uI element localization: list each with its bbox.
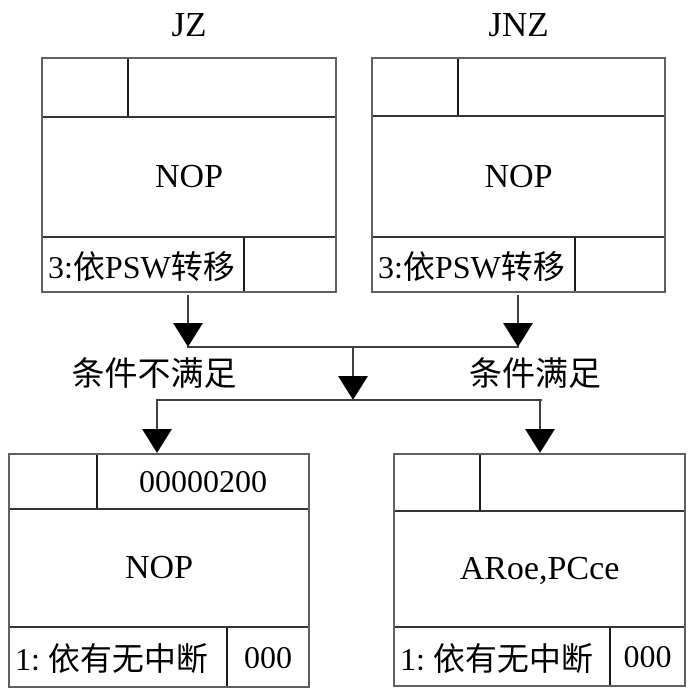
jnz-top-row bbox=[373, 59, 664, 117]
jnz-top-right-cell bbox=[459, 59, 664, 115]
true-branch-drop-line bbox=[539, 400, 541, 431]
false-branch-status-field: 1: 依有无中断 bbox=[10, 628, 228, 686]
center-arrowhead-icon bbox=[338, 376, 368, 400]
true-branch-body-cell: ARoe,PCce bbox=[459, 550, 620, 587]
jz-top-row bbox=[43, 59, 335, 118]
jz-status-field: 3:依PSW转移 bbox=[43, 238, 245, 291]
false-branch-address-cell: 00000200 bbox=[139, 463, 267, 499]
false-branch-top-row: 00000200 bbox=[10, 455, 308, 510]
jnz-drop-line bbox=[517, 295, 519, 325]
center-drop-line bbox=[352, 347, 354, 378]
true-branch-top-right-cell bbox=[481, 455, 684, 510]
true-branch-arrowhead-icon bbox=[525, 429, 555, 453]
true-branch-top-row bbox=[395, 455, 684, 512]
true-branch-top-left-cell bbox=[395, 455, 481, 510]
jnz-arrowhead-icon bbox=[503, 323, 533, 347]
jnz-status-code-cell bbox=[576, 238, 664, 291]
jz-top-left-cell bbox=[43, 59, 129, 116]
false-branch-body-cell: NOP bbox=[124, 549, 194, 586]
condition-false-label: 条件不满足 bbox=[71, 357, 237, 393]
false-branch-status-row: 1: 依有无中断 000 bbox=[10, 626, 308, 686]
jz-status-code-cell bbox=[245, 238, 335, 291]
jnz-card: NOP 3:依PSW转移 bbox=[371, 57, 666, 293]
jnz-top-left-cell bbox=[373, 59, 459, 115]
jz-arrowhead-icon bbox=[173, 323, 203, 347]
true-branch-status-field: 1: 依有无中断 bbox=[395, 628, 611, 685]
jnz-status-row: 3:依PSW转移 bbox=[373, 236, 664, 291]
false-branch-drop-line bbox=[156, 400, 158, 431]
jnz-title: JNZ bbox=[488, 5, 549, 44]
true-branch-status-code: 000 bbox=[623, 638, 672, 674]
jz-status-row: 3:依PSW转移 bbox=[43, 236, 335, 291]
false-branch-top-left-cell bbox=[10, 455, 98, 508]
jz-drop-line bbox=[187, 295, 189, 325]
false-branch-arrowhead-icon bbox=[142, 429, 172, 453]
jnz-body-cell: NOP bbox=[484, 157, 553, 195]
false-branch-card: 00000200 NOP 1: 依有无中断 000 bbox=[8, 453, 310, 688]
jz-body-cell: NOP bbox=[154, 158, 224, 195]
false-branch-status-code: 000 bbox=[244, 638, 292, 675]
jz-title: JZ bbox=[171, 5, 207, 44]
split-bar bbox=[156, 399, 542, 401]
true-branch-status-row: 1: 依有无中断 000 bbox=[395, 626, 684, 685]
true-branch-card: ARoe,PCce 1: 依有无中断 000 bbox=[393, 453, 686, 687]
jz-card: NOP 3:依PSW转移 bbox=[41, 57, 337, 293]
jnz-status-field: 3:依PSW转移 bbox=[373, 238, 576, 291]
condition-true-label: 条件满足 bbox=[469, 357, 601, 393]
jz-top-right-cell bbox=[129, 59, 335, 116]
